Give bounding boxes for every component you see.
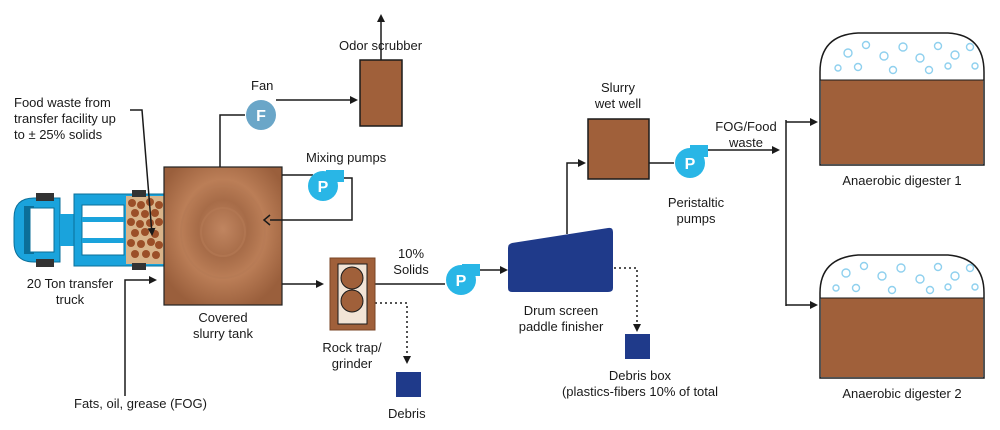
anaerobic-digester-2	[819, 254, 985, 379]
dotted-grinder-debris	[375, 302, 411, 364]
fan-unit: F	[246, 100, 276, 130]
debris-box-drum	[625, 334, 650, 359]
arrow-fog	[124, 276, 157, 396]
rock-trap-grinder	[329, 257, 376, 331]
label-fan: Fan	[251, 78, 274, 93]
label-mixing-pumps: Mixing pumps	[306, 150, 387, 165]
label-rock-trap: Rock trap/ grinder	[322, 340, 382, 371]
peristaltic-pump: P	[675, 145, 708, 178]
label-fog-food-waste: FOG/Food waste	[715, 119, 777, 150]
label-wet-well: Slurry wet well	[594, 80, 642, 111]
odor-scrubber	[359, 59, 403, 127]
label-debris-box: Debris box (plastics-fibers 10% of total	[561, 368, 719, 399]
food-waste-load	[127, 198, 163, 259]
label-fog: Fats, oil, grease (FOG)	[74, 396, 207, 411]
transfer-truck	[13, 190, 165, 270]
peristaltic-pump-symbol: P	[685, 156, 696, 173]
label-slurry-tank: Covered slurry tank	[193, 310, 253, 341]
label-debris: Debris	[388, 406, 426, 421]
line-mixing-return	[270, 177, 353, 221]
arrow-drum-wetwell	[566, 159, 586, 234]
debris-box-grinder	[396, 372, 421, 397]
drum-screen-paddle-finisher	[508, 227, 613, 292]
mixing-pump-symbol: P	[318, 179, 329, 196]
slurry-wet-well	[587, 118, 650, 180]
label-peristaltic-pumps: Peristaltic pumps	[667, 195, 725, 226]
solids-pump-symbol: P	[456, 273, 467, 290]
mixing-pump: P	[308, 170, 344, 201]
arrow-food-waste	[130, 109, 156, 236]
line-tank-fan	[219, 114, 245, 167]
anaerobic-digester-1	[819, 32, 985, 166]
label-odor-scrubber: Odor scrubber	[339, 38, 423, 53]
mixing-return-arrowhead	[262, 214, 271, 226]
label-drum-screen: Drum screen paddle finisher	[518, 303, 604, 334]
label-solids: 10% Solids	[393, 246, 429, 277]
label-digester-2: Anaerobic digester 2	[842, 386, 962, 401]
label-food-waste: Food waste from transfer facility up to …	[14, 95, 116, 142]
digester-2-bubbles	[832, 261, 979, 295]
covered-slurry-tank	[163, 166, 283, 306]
digester-1-bubbles	[834, 40, 979, 75]
solids-pump: P	[446, 264, 480, 295]
label-digester-1: Anaerobic digester 1	[842, 173, 962, 188]
fan-symbol: F	[256, 108, 266, 125]
label-transfer-truck: 20 Ton transfer truck	[26, 276, 114, 307]
